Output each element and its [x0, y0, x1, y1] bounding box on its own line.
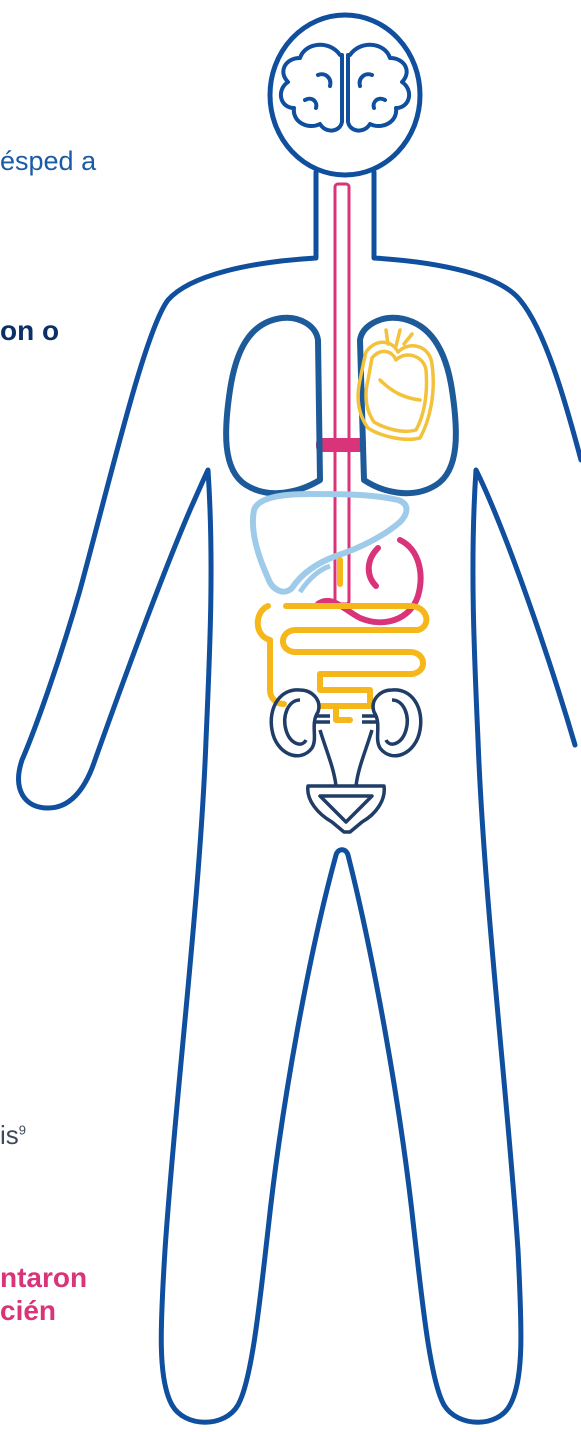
- liver-icon: [253, 494, 407, 592]
- bladder-icon: [308, 786, 384, 832]
- human-body-outline-icon: [19, 15, 581, 1422]
- lungs-icon: [226, 318, 456, 493]
- brain-icon: [281, 45, 409, 131]
- stomach-icon: [318, 540, 421, 622]
- heart-icon: [358, 330, 433, 439]
